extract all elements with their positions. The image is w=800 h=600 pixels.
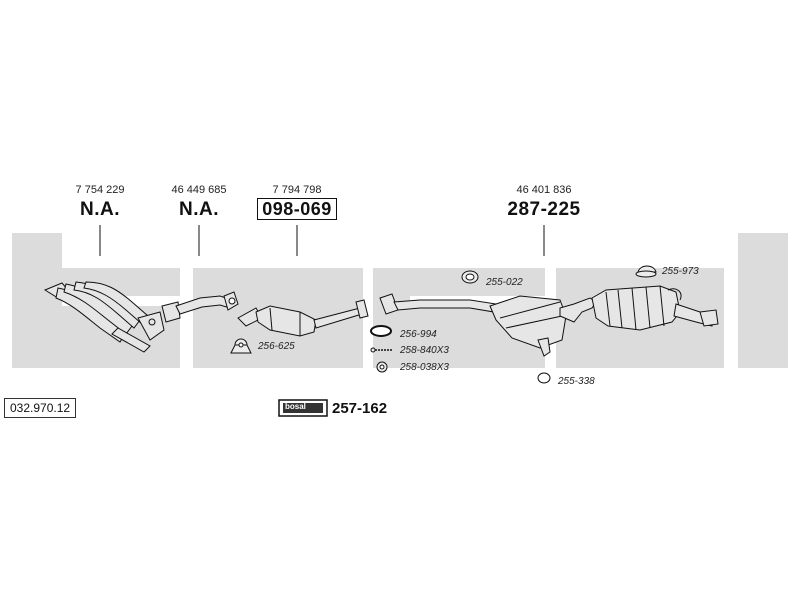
leader-lines <box>99 225 545 256</box>
part-label-p6: 255-338 <box>558 376 595 387</box>
part-label-p5: 258-038X3 <box>400 362 449 373</box>
background-bands <box>12 233 788 368</box>
bosal-number-4: 287-225 <box>507 199 581 220</box>
part-label-p3: 256-994 <box>400 329 437 340</box>
oe-number-1: 7 754 229 <box>75 184 125 196</box>
exhaust-manifold <box>43 281 165 353</box>
bosal-number-3: 098-069 <box>257 198 337 220</box>
bosal-number-2: N.A. <box>179 199 219 220</box>
part-label-p4: 258-840X3 <box>400 345 449 356</box>
kit-number: 257-162 <box>332 400 388 417</box>
small-part-icons <box>230 265 657 384</box>
bosal-logo-text: bosal <box>285 402 306 411</box>
part-label-p7: 256-625 <box>258 341 295 352</box>
oe-number-4: 46 401 836 <box>516 184 572 196</box>
oe-number-3: 7 794 798 <box>272 184 322 196</box>
oe-number-2: 46 449 685 <box>171 184 227 196</box>
part-label-p1: 255-022 <box>486 277 523 288</box>
bosal-number-3-wrap: 098-069 <box>242 198 352 220</box>
bosal-number-1: N.A. <box>80 199 120 220</box>
rear-silencer <box>559 285 719 331</box>
front-pipe <box>161 291 239 323</box>
part-label-p2: 255-973 <box>662 266 699 277</box>
centre-silencer <box>379 293 567 357</box>
reference-number: 032.970.12 <box>4 398 77 418</box>
bosal-logo-box <box>278 399 328 417</box>
catalytic-converter <box>237 299 369 337</box>
